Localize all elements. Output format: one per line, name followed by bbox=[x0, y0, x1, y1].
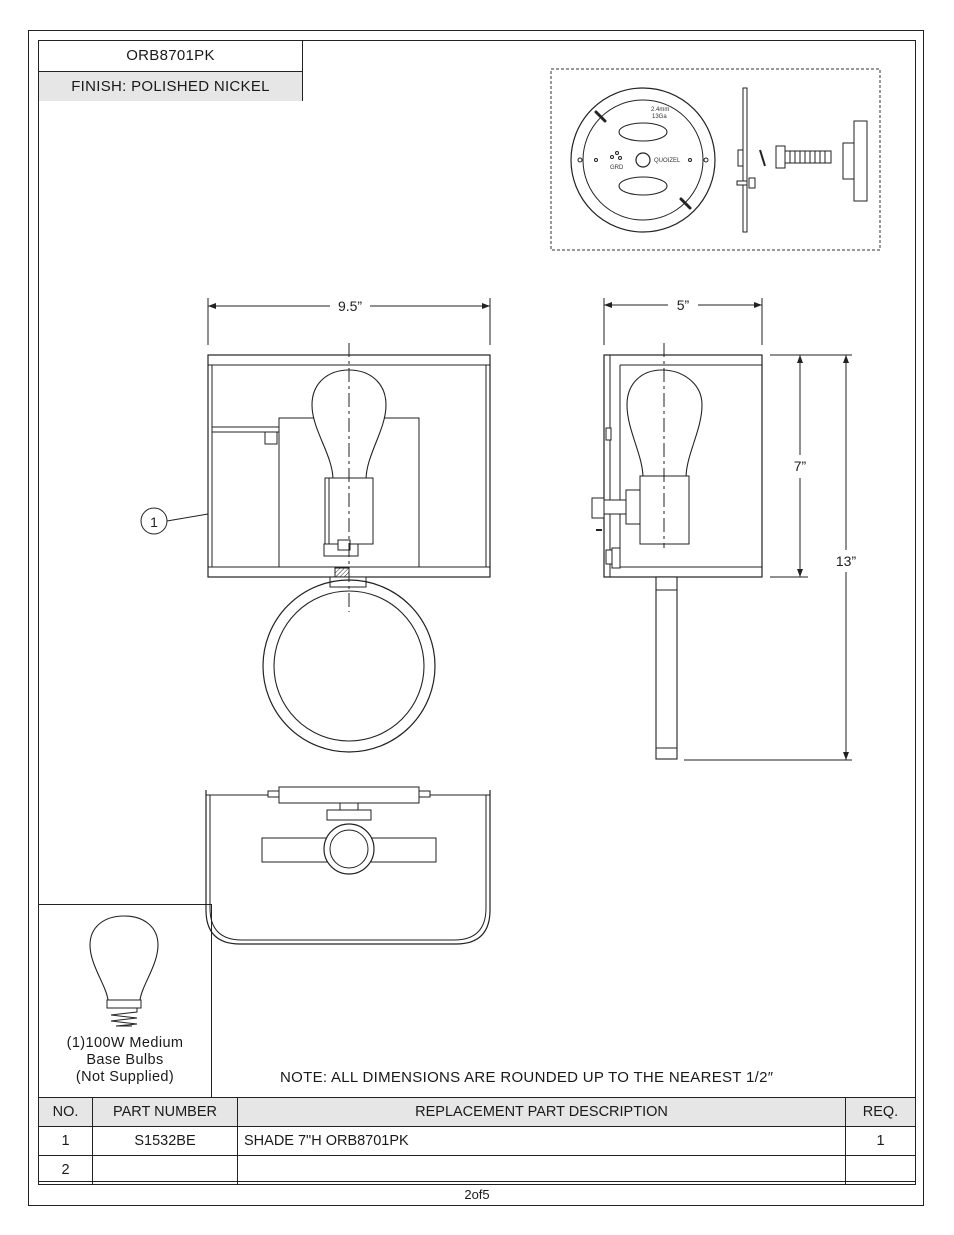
overall-height-label: 13” bbox=[836, 553, 857, 569]
row-part-number: S1532BE bbox=[92, 1126, 238, 1156]
width-dimension-label: 9.5” bbox=[338, 298, 362, 314]
shade-top bbox=[205, 790, 491, 945]
title-block: ORB8701PK FINISH: POLISHED NICKEL bbox=[38, 40, 303, 101]
dimension-note: NOTE: ALL DIMENSIONS ARE ROUNDED UP TO T… bbox=[280, 1069, 774, 1086]
finish-label: FINISH: POLISHED NICKEL bbox=[39, 72, 302, 101]
side-view: 5” 7” bbox=[591, 297, 857, 761]
svg-text:1: 1 bbox=[150, 514, 158, 530]
shade-height-dimension: 7” bbox=[770, 354, 808, 578]
row-description: SHADE 7"H ORB8701PK bbox=[237, 1126, 846, 1156]
header-description: REPLACEMENT PART DESCRIPTION bbox=[237, 1097, 846, 1127]
page-number: 2of5 bbox=[464, 1187, 490, 1202]
depth-dimension: 5” bbox=[603, 297, 763, 345]
bulb-spec-box: (1)100W Medium Base Bulbs (Not Supplied) bbox=[38, 904, 212, 1097]
row-part-number bbox=[92, 1155, 238, 1185]
bulb-spec-text: (1)100W Medium Base Bulbs (Not Supplied) bbox=[38, 1035, 212, 1086]
shade-height-label: 7” bbox=[794, 458, 807, 474]
backplate-top bbox=[278, 786, 420, 804]
top-view bbox=[205, 786, 491, 945]
header-no: NO. bbox=[38, 1097, 93, 1127]
row-req: 1 bbox=[845, 1126, 916, 1156]
bulb-spec-line1: (1)100W Medium bbox=[66, 1035, 184, 1051]
overall-height-dimension: 13” bbox=[684, 354, 857, 761]
bulb-spec-line3: (Not Supplied) bbox=[75, 1069, 175, 1085]
mounting-hardware-inset: 2.4mm 13Ga QUOIZEL GRD bbox=[550, 68, 881, 251]
ring-side bbox=[655, 576, 678, 760]
mounting-screw-icon bbox=[759, 145, 832, 169]
plate-gauge-mm: 2.4mm bbox=[651, 107, 669, 113]
table-row: 1 S1532BE SHADE 7"H ORB8701PK 1 bbox=[38, 1126, 916, 1156]
header-req: REQ. bbox=[845, 1097, 916, 1127]
mounting-plate-side bbox=[736, 87, 756, 233]
parts-table-header-row: NO. PART NUMBER REPLACEMENT PART DESCRIP… bbox=[38, 1097, 916, 1127]
parts-table: NO. PART NUMBER REPLACEMENT PART DESCRIP… bbox=[38, 1097, 916, 1185]
row-no: 1 bbox=[38, 1126, 93, 1156]
row-req bbox=[845, 1155, 916, 1185]
canopy-side-view bbox=[842, 120, 868, 202]
table-row: 2 bbox=[38, 1155, 916, 1185]
mounting-plate-front: 2.4mm 13Ga QUOIZEL GRD bbox=[570, 87, 716, 233]
light-bulb-icon bbox=[89, 915, 159, 1027]
header-part-number: PART NUMBER bbox=[92, 1097, 238, 1127]
ring-outer bbox=[262, 579, 436, 753]
bulb-spec-line2: Base Bulbs bbox=[86, 1052, 164, 1068]
front-view: 9.5” 1 bbox=[140, 298, 491, 753]
plate-ground-label: GRD bbox=[610, 165, 624, 171]
ring-inner bbox=[273, 590, 425, 742]
plate-gauge-ga: 13Ga bbox=[652, 114, 667, 120]
width-dimension: 9.5” bbox=[207, 298, 491, 345]
plate-brand: QUOIZEL bbox=[654, 158, 681, 164]
part-callout-1: 1 bbox=[140, 507, 209, 535]
row-no: 2 bbox=[38, 1155, 93, 1185]
sheet-outer-border bbox=[28, 30, 924, 1206]
row-description bbox=[237, 1155, 846, 1185]
model-number: ORB8701PK bbox=[39, 41, 302, 72]
depth-dimension-label: 5” bbox=[677, 297, 690, 313]
